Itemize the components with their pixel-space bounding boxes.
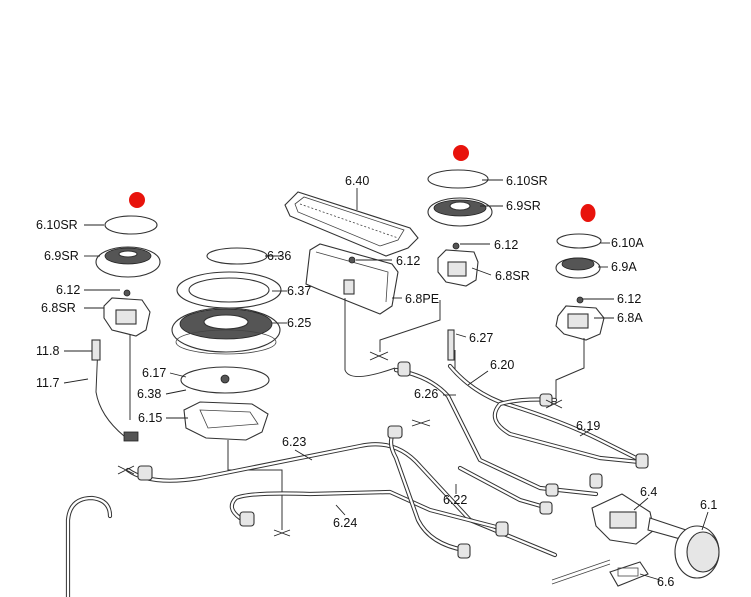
label-l-6-10a: 6.10A <box>611 236 644 250</box>
label-l-6-40: 6.40 <box>345 174 369 188</box>
label-l-6-22: 6.22 <box>443 493 467 507</box>
thermocouple-left <box>95 334 135 441</box>
label-l-11-7: 11.7 <box>36 376 59 390</box>
label-l-6-12-left: 6.12 <box>56 283 80 297</box>
label-l-6-6: 6.6 <box>657 575 674 589</box>
label-l-6-24: 6.24 <box>333 516 357 530</box>
label-l-6-8sr-mid: 6.8SR <box>495 269 530 283</box>
label-l-6-20: 6.20 <box>490 358 514 372</box>
label-l-6-4: 6.4 <box>640 485 657 499</box>
label-l-6-8sr-left: 6.8SR <box>41 301 76 315</box>
label-l-6-1: 6.1 <box>700 498 717 512</box>
label-l-6-17: 6.17 <box>142 366 166 380</box>
label-l-6-19: 6.19 <box>576 419 600 433</box>
burner-wire-center <box>227 440 283 530</box>
label-l-6-26: 6.26 <box>414 387 438 401</box>
label-l-6-9sr-left: 6.9SR <box>44 249 79 263</box>
label-l-6-10sr-left: 6.10SR <box>36 218 78 232</box>
label-l-6-8a: 6.8A <box>617 311 643 325</box>
label-l-6-37: 6.37 <box>287 284 311 298</box>
connector-11-8 <box>91 339 101 361</box>
thermocouple-right <box>555 338 585 404</box>
left-burner-stack <box>95 215 161 337</box>
thermocouple-mid <box>344 298 456 377</box>
fish-burner-body <box>305 243 399 315</box>
part-labels: 6.40 6.10SR 6.9SR 6.12 6.8SR 6.10SR 6.9SR 6.12 6… <box>36 174 717 589</box>
red-marker-right <box>580 204 596 222</box>
label-l-6-12-fish: 6.12 <box>396 254 420 268</box>
label-l-6-9a: 6.9A <box>611 260 637 274</box>
red-marker-left <box>129 192 145 208</box>
label-l-6-10sr-mid: 6.10SR <box>506 174 548 188</box>
label-l-11-8: 11.8 <box>36 344 59 358</box>
label-l-6-9sr-mid: 6.9SR <box>506 199 541 213</box>
center-burner-stack <box>171 247 282 441</box>
label-l-6-27: 6.27 <box>469 331 493 345</box>
middle-burner-stack <box>427 169 493 287</box>
red-marker-middle <box>453 145 469 161</box>
frame-lines <box>65 495 611 597</box>
tube-fittings <box>137 361 649 559</box>
label-l-6-25: 6.25 <box>287 316 311 330</box>
thermocouple-plug <box>123 431 139 442</box>
ignition-electrode <box>447 329 455 361</box>
label-l-6-15: 6.15 <box>138 411 162 425</box>
label-l-6-12-mid: 6.12 <box>494 238 518 252</box>
label-l-6-23: 6.23 <box>282 435 306 449</box>
label-l-6-38: 6.38 <box>137 387 161 401</box>
label-l-6-36: 6.36 <box>267 249 291 263</box>
label-l-6-8pe: 6.8PE <box>405 292 439 306</box>
tube-clips <box>117 351 563 537</box>
right-burner-stack <box>555 233 605 341</box>
fish-burner-cover <box>284 191 419 257</box>
leader-lines <box>63 179 709 581</box>
label-l-6-12-right: 6.12 <box>617 292 641 306</box>
gas-tubes <box>125 363 643 558</box>
